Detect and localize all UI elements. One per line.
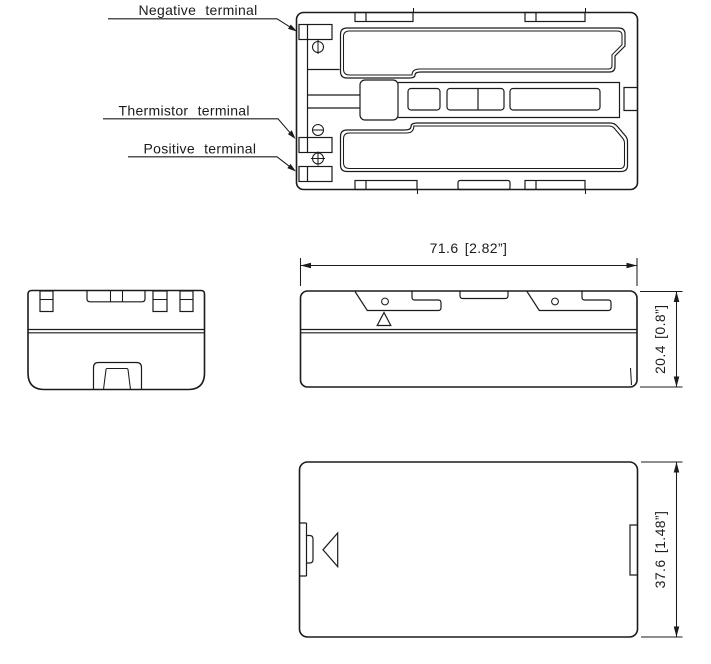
mold-seam-tick (629, 367, 633, 386)
groove-outer (339, 27, 626, 79)
groove-outer (339, 122, 629, 173)
dimension-arrowhead (673, 376, 680, 387)
dimension-arrowhead (673, 462, 680, 473)
band-outline (398, 81, 621, 119)
battery-outline (27, 289, 206, 391)
leader-arrowhead (288, 24, 297, 32)
side-latch-rail (299, 522, 308, 577)
right-edge-notch (623, 86, 638, 112)
depth-dimension: 37.6 [1.48”] (641, 461, 683, 638)
circle-plus-icon (311, 151, 325, 166)
leader-arrowhead (287, 163, 296, 172)
positive-terminal-label: Positive terminal (144, 141, 257, 157)
battery-outline (299, 290, 638, 388)
width-dimension: 71.6 [2.82”] (299, 240, 638, 286)
guide-groove-profile (354, 291, 442, 312)
dimension-arrowhead (626, 262, 637, 269)
side-latch-bump (306, 534, 314, 564)
side-view (299, 290, 638, 388)
right-edge-notch (629, 524, 638, 576)
guide-groove-profile (526, 291, 612, 312)
center-pad (359, 79, 399, 121)
case-seam-line (28, 328, 205, 334)
tab (524, 11, 586, 23)
dimension-arrowhead (673, 626, 680, 637)
thermistor-terminal-contact (298, 136, 333, 154)
top-view (295, 8, 639, 194)
circle-theta-icon (311, 123, 325, 137)
dimension-arrowhead (673, 291, 680, 302)
terminal-labels: Negative terminal Thermistor terminal Po… (103, 2, 297, 172)
middle-band (398, 81, 638, 119)
orientation-triangle-icon (376, 311, 392, 327)
leader-line (128, 156, 291, 168)
upper-groove (339, 27, 626, 79)
pin-hole (551, 297, 559, 306)
bottom-edge-tabs (354, 179, 587, 194)
tab (457, 179, 511, 191)
edge-tick (416, 189, 587, 194)
center-recess-key (109, 291, 124, 302)
terminal-slot (179, 290, 194, 313)
band-window (509, 87, 601, 111)
height-dimension-text: 20.4 [0.8”] (652, 305, 668, 374)
depth-dimension-text: 37.6 [1.48”] (652, 511, 668, 589)
tab (524, 179, 586, 191)
leader-arrowhead (287, 130, 296, 139)
leader-line (103, 118, 291, 134)
tab (354, 11, 414, 23)
recess-channel (306, 39, 399, 138)
top-edge-tabs (354, 8, 587, 23)
groove-inner (342, 30, 623, 76)
groove-inner (342, 125, 626, 170)
insert-direction-triangle-icon (322, 531, 339, 569)
thermistor-terminal-label: Thermistor terminal (119, 103, 250, 119)
edge-tick (412, 8, 587, 13)
negative-terminal-contact (298, 23, 333, 41)
band-window (446, 87, 505, 111)
bottom-boss-notch (102, 367, 132, 390)
bottom-view (298, 461, 639, 638)
terminal-contacts (298, 23, 333, 183)
extension-line (641, 461, 683, 638)
lower-groove (339, 122, 629, 173)
circle-minus-icon (311, 40, 325, 54)
leader-line (108, 18, 291, 28)
terminal-slot (39, 290, 54, 313)
terminal-slot (152, 290, 168, 313)
height-dimension: 20.4 [0.8”] (640, 290, 683, 388)
width-dimension-text: 71.6 [2.82”] (430, 240, 508, 256)
center-slot-profile (459, 291, 509, 300)
bottom-boss (92, 361, 143, 390)
negative-terminal-label: Negative terminal (139, 2, 258, 18)
center-recess (86, 291, 146, 303)
extension-line (640, 290, 683, 388)
battery-outline (298, 461, 639, 638)
pin-hole (381, 297, 389, 306)
dimension-arrowhead (300, 262, 311, 269)
extension-line (299, 258, 638, 286)
tab (354, 179, 418, 191)
band-window (407, 87, 441, 111)
battery-outline (295, 11, 639, 191)
positive-terminal-contact (298, 165, 333, 183)
end-view (27, 289, 206, 391)
case-seam-line (300, 328, 637, 334)
